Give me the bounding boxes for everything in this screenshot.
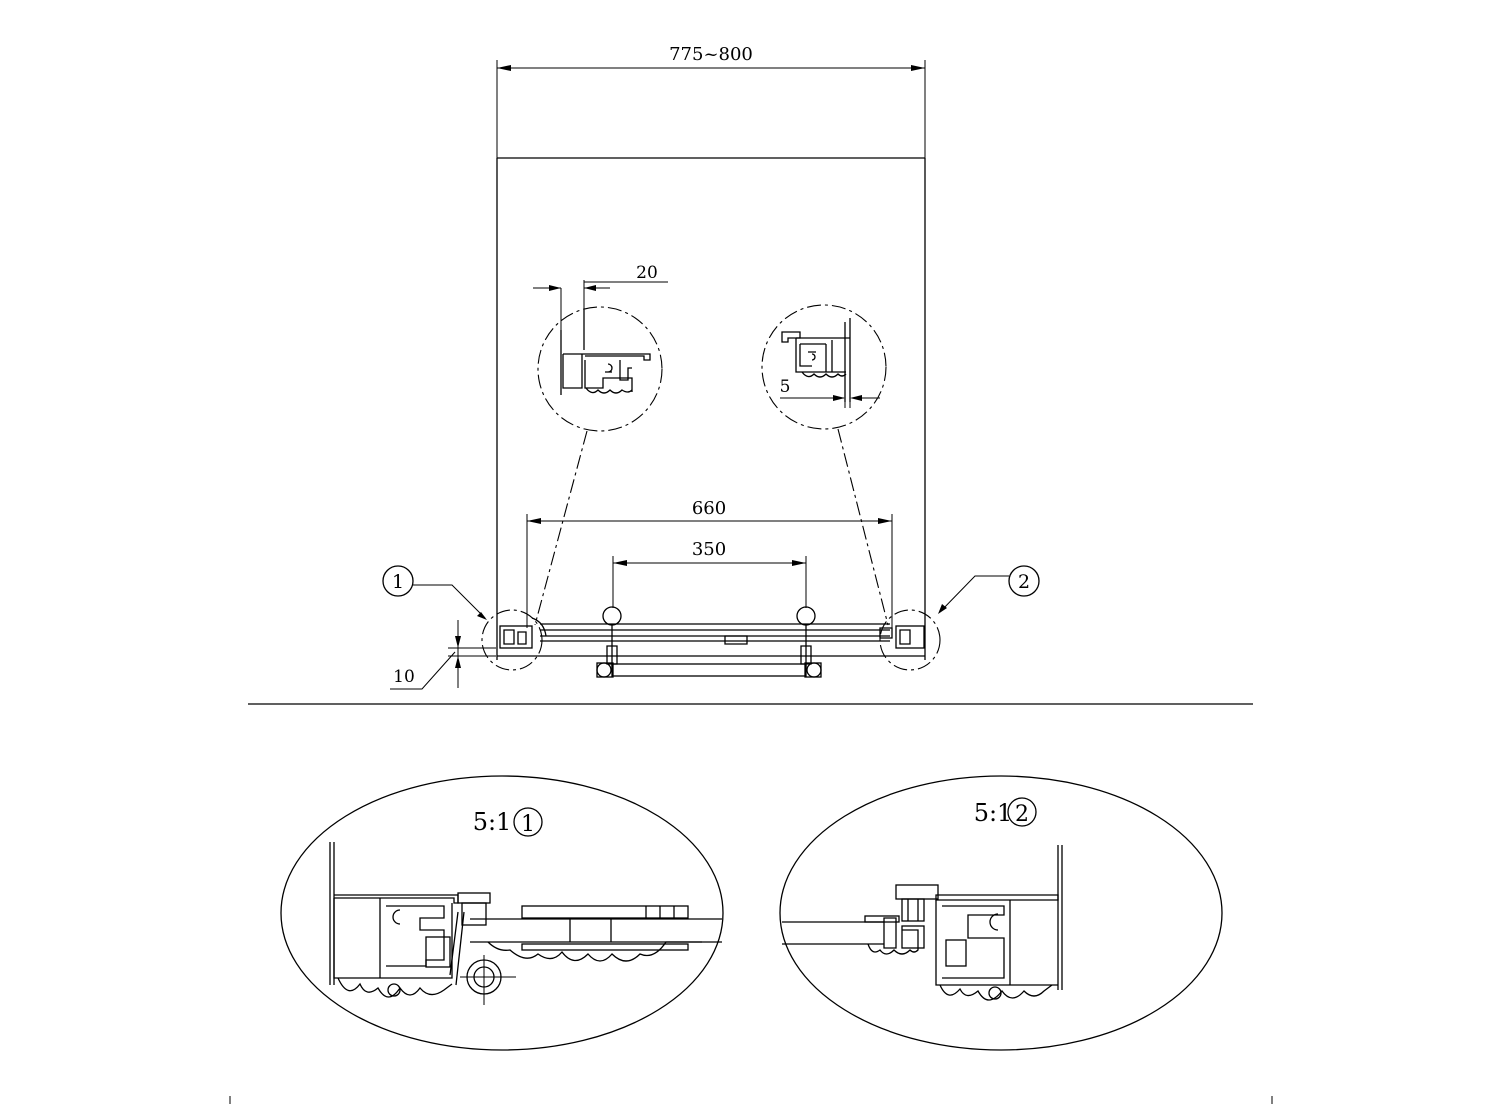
detail-view-2: 5:1 2 <box>779 775 1223 1051</box>
detail-top-gap-label: 20 <box>636 263 658 283</box>
door-track-plan <box>497 617 925 657</box>
callout-marker-1-text: 1 <box>392 571 404 593</box>
detail-circle-top-right: 5 <box>761 304 887 430</box>
detail-circle-top-left: 20 <box>533 263 668 432</box>
frame-gap-label: 10 <box>393 667 415 687</box>
handle-span-dimension: 660 <box>526 498 893 628</box>
callout-circle-2 <box>879 609 941 671</box>
callout-marker-2-text: 2 <box>1018 571 1030 593</box>
detail-view-1: 5:1 1 <box>280 775 724 1051</box>
detail-2-scale: 5:1 <box>974 799 1013 827</box>
enclosure-outline <box>496 157 926 660</box>
towel-bar <box>596 662 822 678</box>
overall-width-dimension: 775~800 <box>496 44 926 160</box>
detail-side-gap-label: 5 <box>780 377 791 397</box>
callout-circle-1 <box>481 609 543 671</box>
detail-1-marker: 1 <box>521 812 535 837</box>
handle-spacing-label: 350 <box>692 539 726 560</box>
callout-marker-2: 2 <box>938 565 1040 614</box>
door-knob-right <box>796 606 816 668</box>
door-knob-left <box>602 606 622 668</box>
handle-spacing-dimension: 350 <box>612 539 807 608</box>
handle-span-label: 660 <box>692 498 726 519</box>
frame-gap-dimension: 10 <box>390 620 496 690</box>
detail-1-scale: 5:1 <box>473 808 512 836</box>
callout-marker-1: 1 <box>382 565 487 620</box>
overall-width-label: 775~800 <box>669 44 753 65</box>
detail-2-marker: 2 <box>1015 802 1029 827</box>
